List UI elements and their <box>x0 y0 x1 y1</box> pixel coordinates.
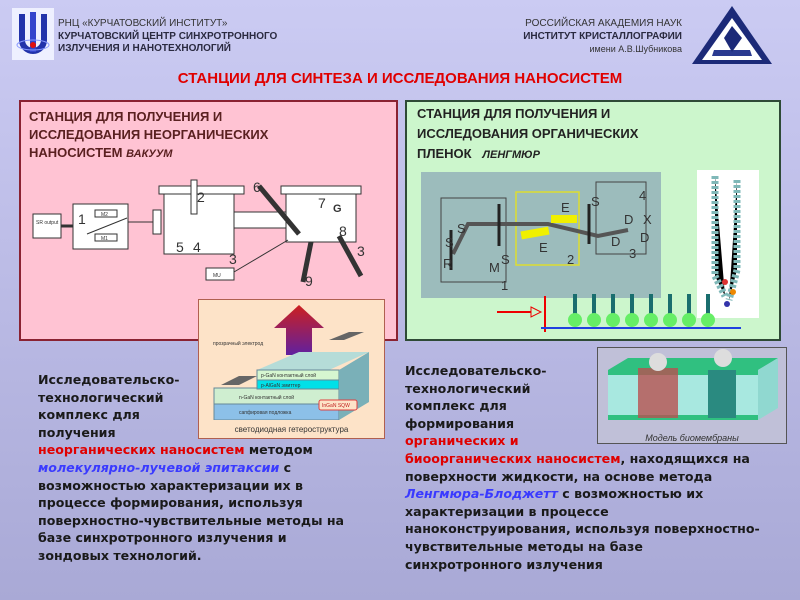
panel-title-tag: ВАКУУМ <box>126 148 173 160</box>
highlight-red: органических и <box>405 433 519 449</box>
inset-caption: светодиодная гетероструктура <box>234 425 349 434</box>
diagram-label: E <box>561 200 570 215</box>
text-line: технологический <box>405 380 531 396</box>
text-line: возможностью характеризации их в <box>38 477 303 493</box>
diagram-label: SR output <box>36 220 59 226</box>
diagram-label: 8 <box>339 223 347 239</box>
diagram-label: 3 <box>357 243 365 259</box>
text-line: базе синхротронного излучения и <box>38 530 287 546</box>
diagram-label: D <box>624 212 633 227</box>
inorganic-description: Исследовательско- технологический компле… <box>38 371 344 565</box>
diagram-label: E <box>539 240 548 255</box>
organic-station-panel: СТАНЦИЯ ДЛЯ ПОЛУЧЕНИЯ И ИССЛЕДОВАНИЯ ОРГ… <box>405 100 781 341</box>
left-org-line: КУРЧАТОВСКИЙ ЦЕНТР СИНХРОТРОННОГО <box>58 30 278 42</box>
highlight-red: неорганических наносистем <box>38 442 245 458</box>
diagram-label: D <box>611 234 620 249</box>
text-line: зондовых технологий. <box>38 547 202 563</box>
diagram-label: 5 <box>176 239 184 255</box>
text-line: процессе формирования, используя <box>38 495 303 511</box>
diagram-label: 3 <box>229 251 237 267</box>
text-line: комплекс для <box>38 407 140 423</box>
diagram-label: 2 <box>197 189 205 205</box>
diagram-label: MU <box>213 273 221 279</box>
panel-title-line: ПЛЕНОК <box>417 146 472 161</box>
right-org-line: имени А.В.Шубникова <box>589 44 682 54</box>
panel-title-tag: ЛЕНГМЮР <box>482 149 540 161</box>
monolayer-schematic <box>497 294 741 332</box>
langmuir-setup-diagram: S S S S R M E E D D D X 1 2 3 4 <box>421 172 661 298</box>
diagram-label: 1 <box>78 211 86 227</box>
panel-title-line: СТАНЦИЯ ДЛЯ ПОЛУЧЕНИЯ И <box>417 106 611 121</box>
text-line: формирования <box>405 415 515 431</box>
crystallography-logo <box>690 4 790 71</box>
kurchatov-logo <box>12 8 54 60</box>
diagram-label: 1 <box>501 278 508 293</box>
biomembrane-diagram <box>608 349 778 420</box>
highlight-red: биоорганических наносистем <box>405 450 621 466</box>
diagram-label: 4 <box>193 239 201 255</box>
text-line: чувствительные методы на базе <box>405 538 643 554</box>
inset-label: p-AlGaN эмиттер <box>261 383 301 389</box>
diagram-label: S <box>591 194 600 209</box>
text-span: с возможностью их <box>557 486 704 502</box>
panel-title-line: НАНОСИСТЕМ <box>29 145 123 160</box>
left-org-line: РНЦ «КУРЧАТОВСКИЙ ИНСТИТУТ» <box>58 18 228 29</box>
panel-title-line: СТАНЦИЯ ДЛЯ ПОЛУЧЕНИЯ И <box>29 109 223 124</box>
page-title: СТАНЦИИ ДЛЯ СИНТЕЗА И ИССЛЕДОВАНИЯ НАНОС… <box>177 70 623 87</box>
panel-title-line: ИССЛЕДОВАНИЯ НЕОРГАНИЧЕСКИХ <box>29 127 269 142</box>
text-span: с <box>279 459 292 475</box>
biomembrane-caption: Модель биомембраны <box>645 433 739 443</box>
diagram-label: M1 <box>101 236 108 242</box>
diagram-label: 6 <box>253 179 261 195</box>
highlight-blue: молекулярно-лучевой эпитаксии <box>38 459 280 475</box>
text-line: получения <box>38 424 116 440</box>
diagram-label: S <box>457 221 466 236</box>
text-line: поверхностно-чувствительные методы на <box>38 512 345 528</box>
biomembrane-image: Модель биомембраны <box>597 347 787 444</box>
inset-label: InGaN SQW <box>322 403 350 409</box>
diagram-label: 9 <box>305 273 313 289</box>
left-org-line: ИЗЛУЧЕНИЯ И НАНОТЕХНОЛОГИЙ <box>58 43 231 54</box>
diagram-label: M2 <box>101 212 108 218</box>
text-line: наноконструирования, используя поверхнос… <box>405 521 760 537</box>
led-heterostructure-inset: прозрачный электрод p-GaN контактный сло… <box>198 299 385 439</box>
light-arrow-icon <box>274 305 324 355</box>
diagram-label: M <box>489 260 500 275</box>
panel-title: СТАНЦИЯ ДЛЯ ПОЛУЧЕНИЯ И ИССЛЕДОВАНИЯ ОРГ… <box>417 104 638 165</box>
text-line: Исследовательско- <box>405 363 547 378</box>
left-org-block: РНЦ «КУРЧАТОВСКИЙ ИНСТИТУТ» КУРЧАТОВСКИЙ… <box>58 18 277 56</box>
panel-title-line: ИССЛЕДОВАНИЯ ОРГАНИЧЕСКИХ <box>417 126 639 141</box>
text-line: синхротронного излучения <box>405 556 603 572</box>
text-line: поверхности жидкости, на основе метода <box>405 468 713 484</box>
inset-label: n-GaN контактный слой <box>239 394 294 401</box>
diagram-label: R <box>443 256 452 271</box>
diagram-label: 3 <box>629 246 636 261</box>
organic-description: Исследовательско- технологический компле… <box>405 362 760 573</box>
text-line: характеризации в процессе <box>405 503 609 519</box>
text-line: технологический <box>38 389 164 405</box>
inset-label: p-GaN контактный слой <box>261 372 316 379</box>
diagram-label: G <box>333 203 342 215</box>
text-line: комплекс для <box>405 398 507 414</box>
inset-label: сапфировая подложка <box>239 410 292 416</box>
panel-title: СТАНЦИЯ ДЛЯ ПОЛУЧЕНИЯ И ИССЛЕДОВАНИЯ НЕО… <box>29 108 268 163</box>
diagram-label: S <box>445 235 454 250</box>
right-org-block: РОССИЙСКАЯ АКАДЕМИЯ НАУК ИНСТИТУТ КРИСТА… <box>523 18 682 56</box>
text-line: Исследовательско- <box>38 372 180 387</box>
right-org-line: ИНСТИТУТ КРИСТАЛЛОГРАФИИ <box>523 30 682 42</box>
mbe-vacuum-diagram: SR output 1 M2 M1 2 4 5 3 6 7 G 8 3 9 MU <box>32 179 365 289</box>
inset-label: прозрачный электрод <box>213 340 263 347</box>
led-structure-diagram: прозрачный электрод p-GaN контактный сло… <box>213 305 369 421</box>
diagram-label: D <box>640 230 649 245</box>
diagram-label: 4 <box>639 188 646 203</box>
diagram-label: S <box>501 252 510 267</box>
text-span: , находящихся на <box>620 450 750 466</box>
diagram-label: 7 <box>318 195 326 211</box>
diagram-label: 2 <box>567 252 574 267</box>
text-span: методом <box>244 442 313 458</box>
diagram-label: X <box>643 212 652 227</box>
lipid-molecule-image <box>697 170 759 318</box>
highlight-blue: Ленгмюра-Блоджетт <box>405 486 558 502</box>
right-org-line: РОССИЙСКАЯ АКАДЕМИЯ НАУК <box>525 18 682 29</box>
